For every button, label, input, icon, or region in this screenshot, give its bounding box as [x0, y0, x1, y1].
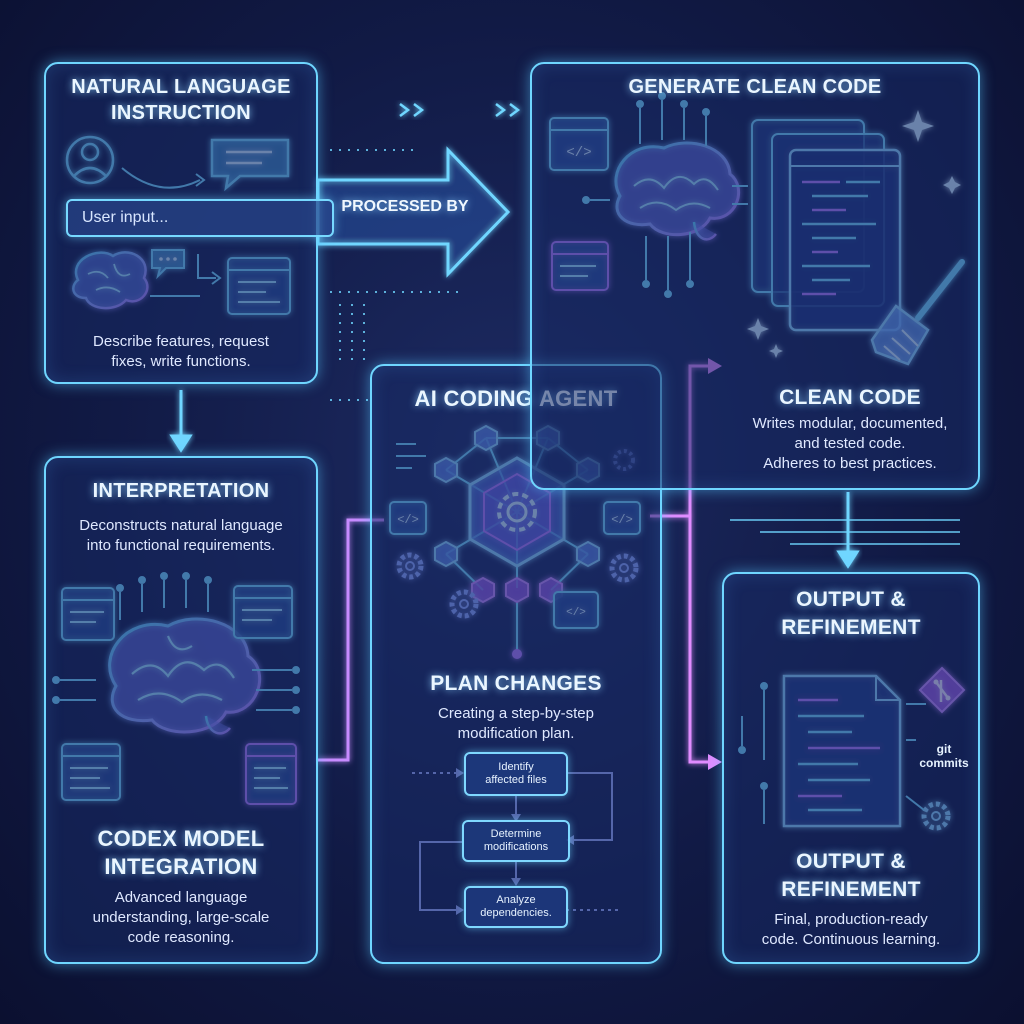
user-input-field[interactable]: User input... — [66, 199, 334, 237]
plan-step-line2: modifications — [483, 841, 549, 853]
plan-step-identify: Identify affected files — [464, 752, 568, 796]
panel-title-line2: INSTRUCTION — [111, 102, 251, 124]
panel-desc-line2: modification plan. — [457, 725, 575, 742]
panel-sub-desc-line3: code reasoning. — [127, 929, 235, 946]
top-chevrons — [399, 103, 521, 117]
panel-title: GENERATE CLEAN CODE — [628, 76, 882, 98]
plan-step-line2: affected files — [485, 774, 547, 786]
plan-step-analyze: Analyze dependencies. — [464, 886, 568, 928]
processed-by-arrow — [316, 146, 511, 278]
arrow-down-2 — [836, 492, 860, 569]
plan-step-line1: Identify — [498, 761, 534, 773]
plan-step-determine: Determine modifications — [462, 820, 570, 862]
panel-sub-desc-line1: Advanced language — [114, 889, 248, 906]
arrow-down-1 — [169, 390, 193, 453]
panel-desc-line1: Final, production-ready — [774, 911, 928, 928]
panel-interpretation: INTERPRETATION Deconstructs natural lang… — [44, 456, 318, 964]
panel-generate-clean-code: GENERATE CLEAN CODE — [530, 62, 980, 490]
panel-desc-line2: fixes, write functions. — [111, 353, 251, 370]
clean-code-subtitle: CLEAN CODE — [779, 386, 921, 409]
plan-step-line2: dependencies. — [480, 907, 552, 919]
panel-output-refinement: OUTPUT & REFINEMENT OUTPUT & REFINEMENT … — [722, 572, 980, 964]
connector-interp-agent — [318, 518, 384, 762]
panel-subtitle-line2: INTEGRATION — [104, 854, 258, 879]
panel-ai-coding-agent: AI CODING AGENT PLAN CHANGES Creating a … — [370, 364, 662, 964]
clean-code-desc-line2: and tested code. — [794, 435, 906, 452]
panel-subtitle-line1: CODEX MODEL — [97, 826, 265, 851]
panel-subtitle-line1: OUTPUT & — [796, 850, 906, 873]
panel-subtitle-line2: REFINEMENT — [781, 878, 921, 901]
panel-title: INTERPRETATION — [92, 480, 270, 502]
panel-title-line2: REFINEMENT — [781, 616, 921, 639]
clean-code-desc-line1: Writes modular, documented, — [752, 415, 948, 432]
git-commits-label: git commits — [916, 742, 972, 770]
panel-subtitle: PLAN CHANGES — [430, 672, 602, 695]
plan-step-line1: Determine — [490, 828, 542, 840]
panel-desc-line2: code. Continuous learning. — [761, 931, 941, 948]
output-feed-lines — [730, 519, 960, 545]
git-label-line2: commits — [919, 756, 969, 770]
panel-desc-line1: Describe features, request — [93, 333, 269, 350]
clean-code-desc-line3: Adheres to best practices. — [763, 455, 937, 472]
panel-desc-line1: Creating a step-by-step — [438, 705, 594, 722]
panel-sub-desc-line2: understanding, large-scale — [92, 909, 270, 926]
panel-title-line1: OUTPUT & — [796, 588, 906, 611]
panel-desc-line2: into functional requirements. — [86, 537, 276, 554]
panel-desc-line1: Deconstructs natural language — [79, 517, 283, 534]
processed-by-label: PROCESSED BY — [341, 198, 469, 215]
plan-step-line1: Analyze — [496, 894, 536, 906]
dotted-lines — [330, 149, 460, 401]
panel-title-line1: NATURAL LANGUAGE — [71, 76, 291, 98]
git-label-line1: git — [936, 742, 952, 756]
